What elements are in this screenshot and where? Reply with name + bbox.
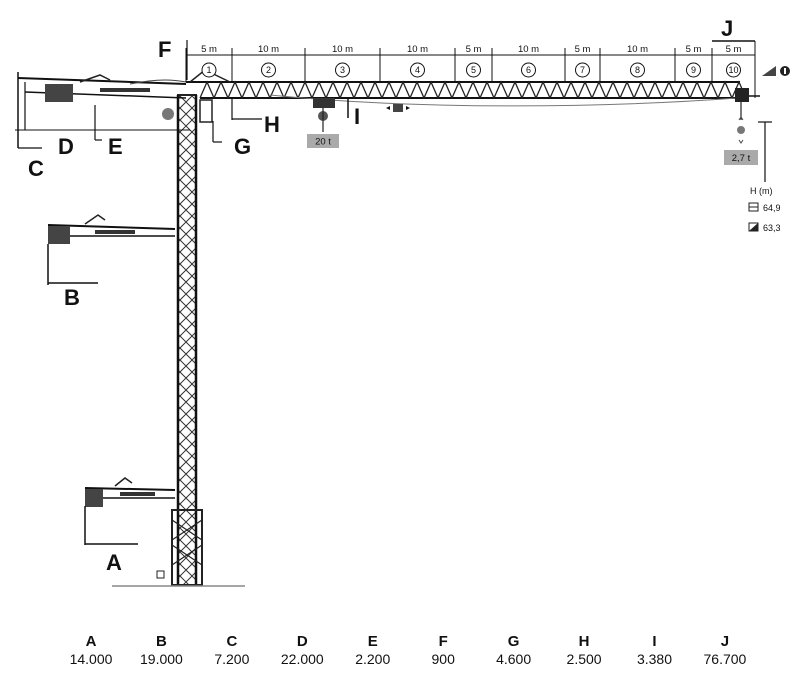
segment-number: 4 bbox=[415, 65, 420, 75]
segment-number: 7 bbox=[580, 65, 585, 75]
dimension-letter: C bbox=[226, 633, 238, 650]
segment-length: 10 m bbox=[518, 44, 539, 55]
dimension-value: 14.000 bbox=[69, 651, 113, 667]
dimension-value: 22.000 bbox=[280, 651, 324, 667]
dimension-letter: B bbox=[156, 633, 167, 650]
dimension-value: 900 bbox=[431, 651, 455, 667]
tip-hook: 2,7 t bbox=[724, 102, 772, 182]
label-c: C bbox=[28, 156, 44, 181]
segment-length: 5 m bbox=[201, 44, 217, 55]
segment-number-circle bbox=[261, 62, 276, 78]
label-g: G bbox=[234, 134, 251, 159]
label-h: H bbox=[264, 112, 280, 137]
dimension-letter: D bbox=[296, 633, 308, 650]
height-header: H (m) bbox=[750, 186, 773, 196]
label-d: D bbox=[58, 134, 74, 159]
max-load-value: 20 t bbox=[315, 137, 331, 148]
tip-load-tag bbox=[724, 150, 758, 165]
label-f: F bbox=[158, 37, 171, 62]
dimension-value: 19.000 bbox=[140, 651, 183, 667]
dimension-letter: E bbox=[367, 633, 378, 650]
segment-number: 9 bbox=[691, 65, 696, 75]
dimension-letter: F bbox=[438, 633, 448, 650]
segment-number-circle bbox=[726, 62, 741, 78]
segment-number-circle bbox=[630, 62, 645, 78]
height-value: 64,9 bbox=[763, 203, 781, 213]
segment-length: 10 m bbox=[627, 44, 648, 55]
segment-length: 5 m bbox=[686, 44, 702, 55]
wind-sensor-icon bbox=[762, 66, 790, 76]
segment-number-circle bbox=[575, 62, 590, 78]
label-b: B bbox=[64, 285, 80, 310]
dimension-value: 76.700 bbox=[703, 651, 747, 667]
jib-truss bbox=[199, 80, 747, 99]
j-dimension bbox=[712, 40, 756, 98]
segment-number-circle bbox=[410, 62, 425, 78]
segment-number: 8 bbox=[635, 65, 640, 75]
counter-jib-config-b bbox=[47, 214, 176, 285]
segment-length: 10 m bbox=[332, 44, 353, 55]
max-load-tag bbox=[307, 134, 339, 148]
cab bbox=[162, 40, 262, 143]
height-value: 63,3 bbox=[763, 223, 781, 233]
segment-length: 5 m bbox=[726, 44, 742, 55]
label-e: E bbox=[108, 134, 123, 159]
segment-length: 5 m bbox=[466, 44, 482, 55]
dimension-value: 3.380 bbox=[636, 651, 673, 667]
tower-mast bbox=[112, 94, 245, 587]
tip-load-value: 2,7 t bbox=[732, 153, 751, 164]
segment-number: 2 bbox=[266, 65, 271, 75]
dimension-value: 7.200 bbox=[214, 651, 250, 667]
segment-number: 10 bbox=[728, 65, 738, 75]
height-row: 63,3 bbox=[748, 222, 781, 233]
dimension-value: 4.600 bbox=[496, 651, 532, 667]
counter-jib-config-a bbox=[84, 477, 176, 545]
segment-length: 10 m bbox=[407, 44, 428, 55]
counter-jib bbox=[15, 72, 190, 149]
dimension-value: 2.500 bbox=[566, 651, 602, 667]
height-row: 64,9 bbox=[748, 202, 781, 213]
label-i: I bbox=[354, 104, 360, 129]
jib bbox=[186, 69, 760, 107]
segment-number: 6 bbox=[526, 65, 531, 75]
dimension-value: 2.200 bbox=[355, 651, 391, 667]
segment-number-circle bbox=[201, 62, 217, 78]
segment-number-circle bbox=[686, 62, 701, 78]
segment-number: 1 bbox=[206, 65, 211, 75]
dimension-letter: J bbox=[720, 633, 730, 650]
segment-number: 5 bbox=[471, 65, 476, 75]
segment-number-circle bbox=[521, 62, 536, 78]
trolley: 20 t bbox=[307, 98, 410, 148]
dimension-letter: G bbox=[507, 633, 520, 650]
height-legend: H (m) 64,9 63,3 bbox=[748, 186, 781, 233]
label-j: J bbox=[721, 16, 733, 41]
dimension-letter: H bbox=[578, 633, 590, 650]
segment-number-circle bbox=[466, 62, 481, 78]
segment-length: 10 m bbox=[258, 44, 279, 55]
dimension-letter: A bbox=[85, 633, 97, 650]
label-a: A bbox=[106, 550, 122, 575]
dimension-letter: I bbox=[652, 633, 657, 650]
segment-dimensions: 5 m 1 10 m 2 10 m 3 10 m 4 5 m 5 10 m 6 5 m 7 10 m 8 5 m… bbox=[185, 44, 756, 82]
segment-number: 3 bbox=[340, 65, 345, 75]
segment-number-circle bbox=[335, 62, 350, 78]
segment-length: 5 m bbox=[575, 44, 591, 55]
